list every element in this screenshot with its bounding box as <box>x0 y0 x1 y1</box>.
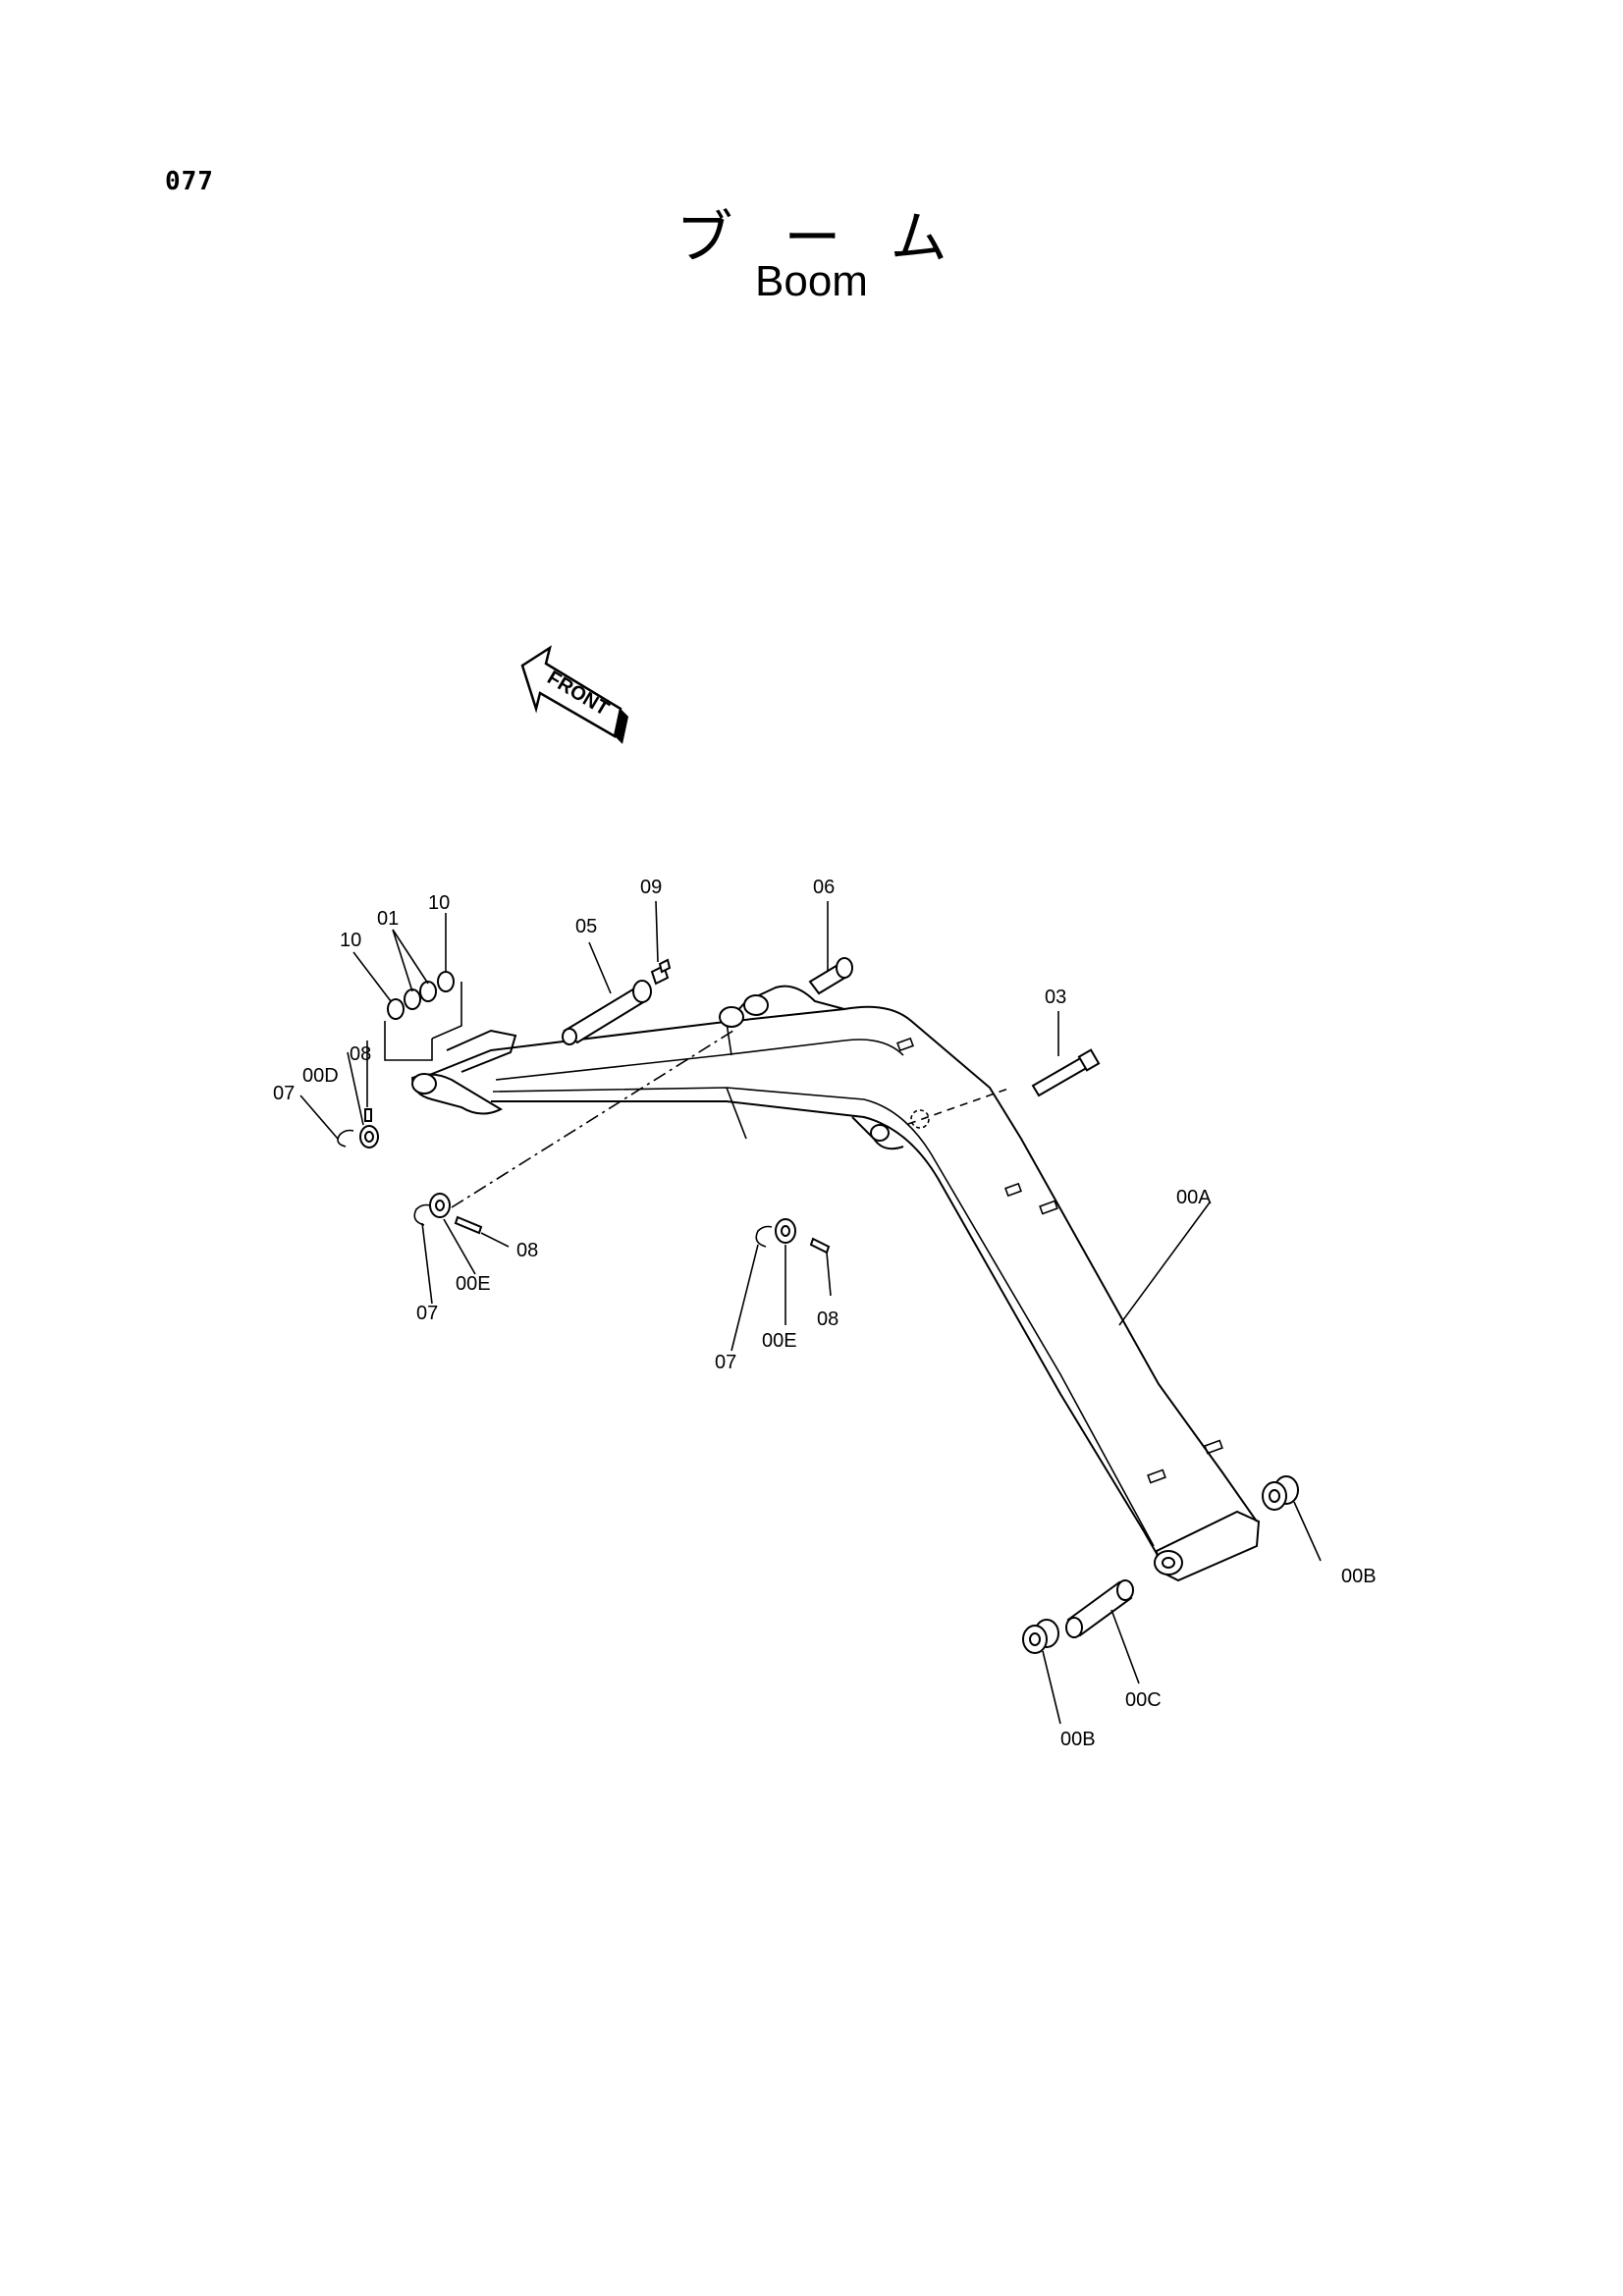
callout-00C: 00C <box>1125 1689 1162 1711</box>
title-japanese: ブーム <box>676 204 999 271</box>
pin-03 <box>1031 1048 1101 1097</box>
callout-00E-mid: 00E <box>456 1273 491 1295</box>
callout-03: 03 <box>1045 987 1066 1008</box>
title-english: Boom <box>755 257 868 305</box>
callout-08-mid: 08 <box>516 1240 538 1261</box>
pin-00C <box>1065 1579 1134 1638</box>
callout-07-mid: 07 <box>416 1303 438 1324</box>
front-arrow-icon: FRONT <box>520 645 628 744</box>
right-bushing-group <box>755 1218 831 1255</box>
callout-06: 06 <box>813 877 835 898</box>
left-bushing-group <box>337 1108 379 1148</box>
bushing-00B-right <box>1262 1475 1299 1511</box>
callout-00E-right: 00E <box>762 1330 797 1352</box>
grease-fitting-09 <box>650 958 672 986</box>
mid-bushing-group <box>413 1193 483 1235</box>
pin-06 <box>808 957 853 995</box>
callout-00D: 00D <box>302 1065 339 1087</box>
callout-07-right: 07 <box>715 1352 736 1373</box>
bushing-00B-left <box>1022 1619 1059 1654</box>
callout-05: 05 <box>575 916 597 937</box>
callout-07-left: 07 <box>273 1083 295 1104</box>
leader-lines <box>299 900 1322 1725</box>
washers-01-10 <box>384 971 462 1061</box>
page-code: 077 <box>165 167 214 196</box>
callout-10-upper: 10 <box>428 892 450 914</box>
callout-10-left: 10 <box>340 930 361 951</box>
callout-08-left: 08 <box>350 1043 371 1065</box>
callout-00A: 00A <box>1176 1187 1212 1208</box>
callout-01: 01 <box>377 908 399 930</box>
boom-body <box>410 985 1261 1582</box>
callout-08-right: 08 <box>817 1308 839 1330</box>
callout-00B-left: 00B <box>1060 1729 1096 1750</box>
callout-00B-right: 00B <box>1341 1566 1377 1587</box>
pin-05 <box>562 980 652 1045</box>
callout-09: 09 <box>640 877 662 898</box>
